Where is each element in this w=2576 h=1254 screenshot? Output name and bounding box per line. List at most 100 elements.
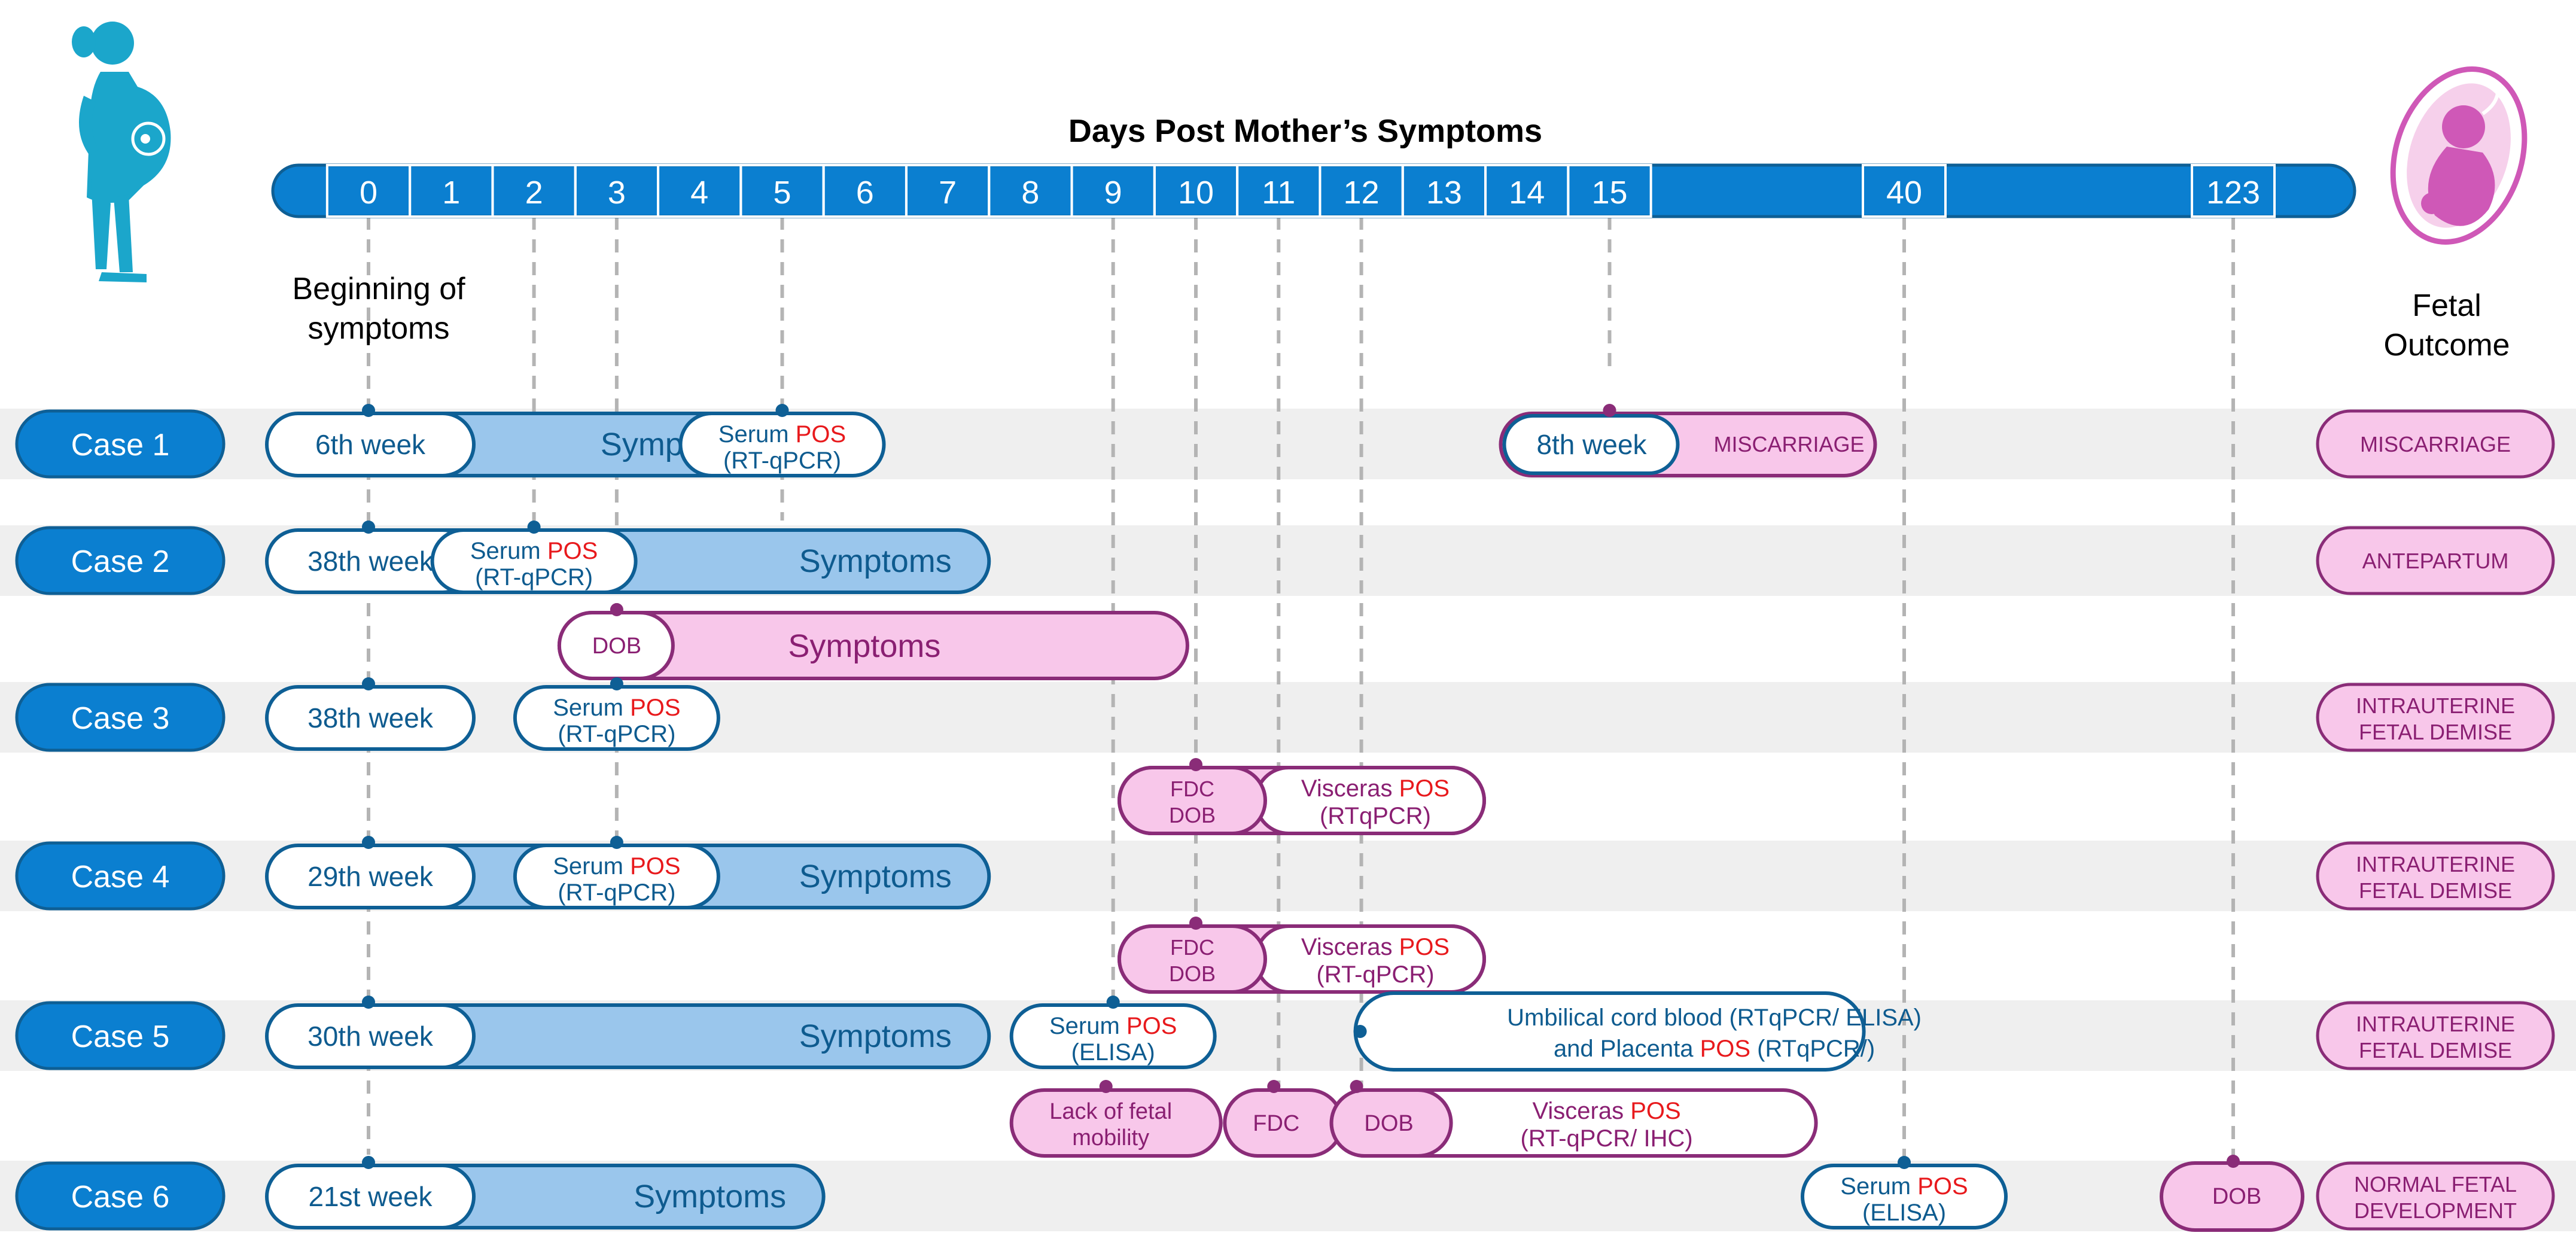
result-text: (RT-qPCR) (475, 564, 593, 591)
gestation-week-label: 30th week (307, 1021, 434, 1052)
marker-dot (1898, 1156, 1911, 1169)
symptoms-label: Symptoms (799, 1018, 952, 1054)
result-text: Visceras POS (1301, 775, 1450, 802)
case-label-pill (15, 1001, 226, 1070)
case-2: Symptoms 38th week Serum POS(RT-qPCR) Sympt… (265, 521, 1189, 680)
gestation-week-label: 29th week (307, 861, 434, 892)
outcome-header: Outcome (2384, 328, 2510, 363)
dob-label: DOB (592, 634, 641, 659)
case-label: Case 3 (71, 701, 170, 736)
marker-dot (362, 996, 375, 1009)
case-label-pill (15, 1161, 226, 1231)
outcome-label: FETAL DEMISE (2359, 878, 2512, 903)
result-text: (ELISA) (1071, 1039, 1155, 1066)
miscarriage-label: MISCARRIAGE (1713, 432, 1864, 456)
axis-tick-cell (2191, 164, 2276, 218)
result-text: and Placenta POS (RTqPCR/) (1554, 1036, 1875, 1062)
result-text: Serum POS (470, 538, 598, 564)
marker-dot (2227, 1155, 2240, 1168)
outcome-pill (2316, 1001, 2555, 1070)
outcome-label: ANTEPARTUM (2362, 549, 2509, 573)
axis-tick-label: 11 (1262, 175, 1295, 211)
fdc-label: FDC (1170, 777, 1214, 801)
outcome-label: INTRAUTERINE (2356, 852, 2515, 876)
symptoms-label: Symptoms (634, 1179, 786, 1215)
case-label-pill (15, 526, 226, 595)
outcome-label: INTRAUTERINE (2356, 693, 2515, 718)
marker-dot (1189, 917, 1202, 930)
axis-tick-label: 12 (1344, 175, 1380, 211)
marker-dot (610, 836, 623, 849)
fetus-icon (2390, 66, 2528, 245)
beginning-label: symptoms (308, 311, 450, 346)
axis-tick-label: 3 (608, 175, 626, 211)
result-text: (RT-qPCR/ IHC) (1521, 1125, 1693, 1152)
result-text: Visceras POS (1532, 1098, 1680, 1124)
result-text: (RT-qPCR) (558, 721, 675, 747)
marker-dot (1353, 1025, 1367, 1038)
gestation-week-label: 21st week (308, 1181, 433, 1212)
marker-dot (1350, 1080, 1363, 1093)
case-label: Case 2 (71, 544, 170, 579)
result-text: Serum POS (553, 853, 680, 879)
neonate-symptoms-label: Symptoms (788, 628, 940, 664)
result-text: (RTqPCR) (1320, 803, 1431, 829)
marker-dot (1603, 404, 1616, 417)
axis-tick-label: 6 (856, 175, 874, 211)
outcome-pill (2316, 526, 2555, 595)
axis-tick-label: 5 (773, 175, 791, 211)
axis-tick-cell (1862, 164, 1947, 218)
marker-dot (1267, 1080, 1281, 1093)
gestation-week-label: 38th week (307, 546, 434, 577)
beginning-label: Beginning of (292, 272, 465, 306)
axis-tick-label: 2 (525, 175, 543, 211)
axis-tick-label: 10 (1178, 175, 1214, 211)
fdc-label: FDC (1253, 1111, 1299, 1136)
axis-tick-label: 7 (939, 175, 957, 211)
marker-dot (610, 603, 623, 616)
axis-tick-label: 4 (690, 175, 708, 211)
outcome-header: Fetal (2412, 288, 2481, 323)
case-label: Case 1 (71, 428, 170, 462)
axis-tick-label: 1 (442, 175, 460, 211)
observation-label: mobility (1072, 1125, 1149, 1150)
case-label: Case 4 (71, 860, 170, 894)
case-label-pill (15, 841, 226, 911)
outcome-label: INTRAUTERINE (2356, 1012, 2515, 1036)
symptoms-label: Symptoms (799, 859, 952, 894)
outcome-label: DEVELOPMENT (2354, 1198, 2517, 1223)
outcome-pill (2316, 683, 2555, 752)
symptoms-label: Symptoms (799, 543, 952, 579)
observation-pill (1009, 1088, 1223, 1158)
gestation-week-pill (1502, 414, 1680, 475)
marker-dot (362, 404, 375, 417)
outcome-label: MISCARRIAGE (2360, 432, 2511, 456)
marker-dot (610, 677, 623, 690)
marker-dot (1099, 1080, 1113, 1093)
gestation-week-label: 38th week (307, 702, 434, 733)
dob-label: DOB (1169, 803, 1216, 827)
dob-pill (1329, 1088, 1453, 1158)
gestation-week-label: 8th week (1536, 429, 1647, 460)
axis-tick-label: 13 (1426, 175, 1462, 211)
result-text: Visceras POS (1301, 934, 1450, 960)
marker-dot (1189, 758, 1202, 771)
fdc-label: FDC (1170, 935, 1214, 960)
pregnant-woman-icon (72, 22, 171, 282)
result-text: (RT-qPCR) (1316, 961, 1434, 988)
axis-tick-label: 8 (1021, 175, 1039, 211)
marker-dot (362, 677, 375, 690)
axis-tick-label: 40 (1886, 175, 1922, 211)
outcome-label: FETAL DEMISE (2359, 720, 2512, 744)
result-text: Umbilical cord blood (RTqPCR/ ELISA) (1507, 1005, 1922, 1031)
marker-dot (362, 1156, 375, 1169)
marker-dot (362, 521, 375, 534)
dob-label: DOB (1364, 1111, 1413, 1136)
marker-dot (362, 836, 375, 849)
